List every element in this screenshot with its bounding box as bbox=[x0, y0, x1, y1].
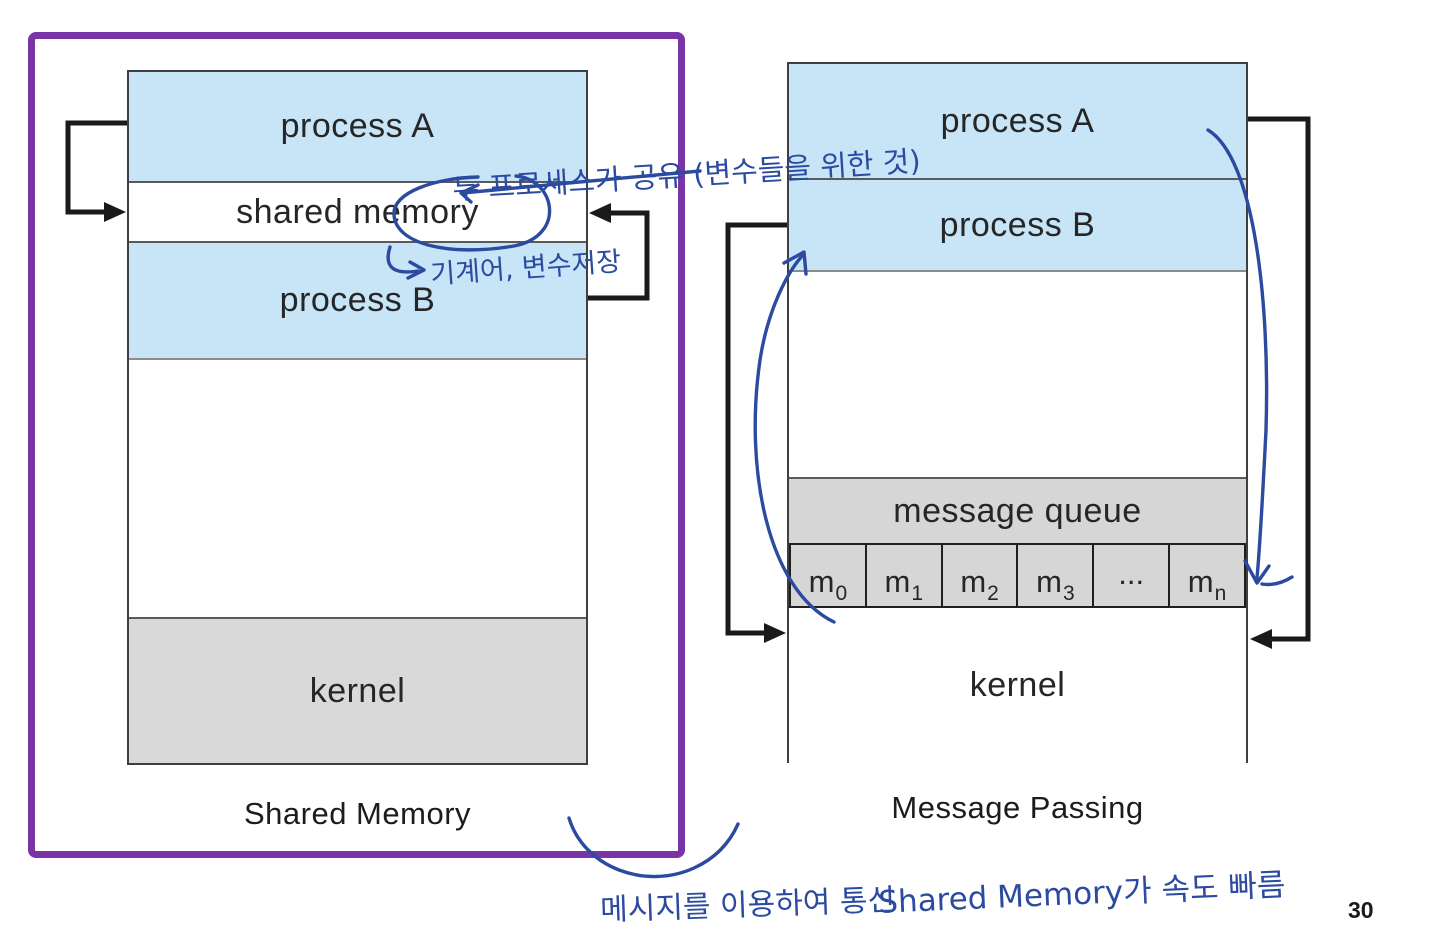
right-process-b-band: process B bbox=[789, 180, 1246, 272]
purple-highlight-frame bbox=[28, 32, 685, 858]
left-process-a-label: process A bbox=[280, 107, 435, 145]
arrow-processA-to-mn bbox=[1248, 116, 1311, 649]
right-diagram-caption: Message Passing bbox=[891, 790, 1144, 825]
right-kernel-band: kernel bbox=[789, 608, 1246, 763]
right-process-b-label: process B bbox=[939, 205, 1096, 244]
left-process-b-band: process B bbox=[129, 243, 586, 360]
right-process-a-band: process A bbox=[789, 64, 1246, 180]
right-kernel-label: kernel bbox=[969, 666, 1066, 704]
note-bottom-shared-memory-faster: Shared Memory가 속도 빠름 bbox=[877, 867, 1287, 921]
left-kernel-label: kernel bbox=[309, 671, 406, 710]
left-process-b-label: process B bbox=[279, 281, 436, 319]
left-kernel-band: kernel bbox=[129, 617, 586, 763]
left-diagram-caption: Shared Memory bbox=[243, 796, 472, 831]
left-process-a-band: process A bbox=[129, 72, 586, 183]
arrow-left-to-m0 bbox=[725, 222, 787, 643]
shared-memory-label: shared memory bbox=[236, 192, 479, 231]
page-number: 30 bbox=[1348, 897, 1374, 923]
right-process-a-label: process A bbox=[940, 101, 1095, 140]
queue-cell-ellipsis: ... bbox=[1092, 543, 1169, 608]
shared-memory-diagram: process A shared memory process B kernel bbox=[127, 70, 588, 765]
message-queue-band: message queue bbox=[789, 477, 1246, 543]
note-bottom-message-communication: 메시지를 이용하여 통신 bbox=[599, 882, 896, 929]
message-queue-label: message queue bbox=[893, 491, 1142, 530]
